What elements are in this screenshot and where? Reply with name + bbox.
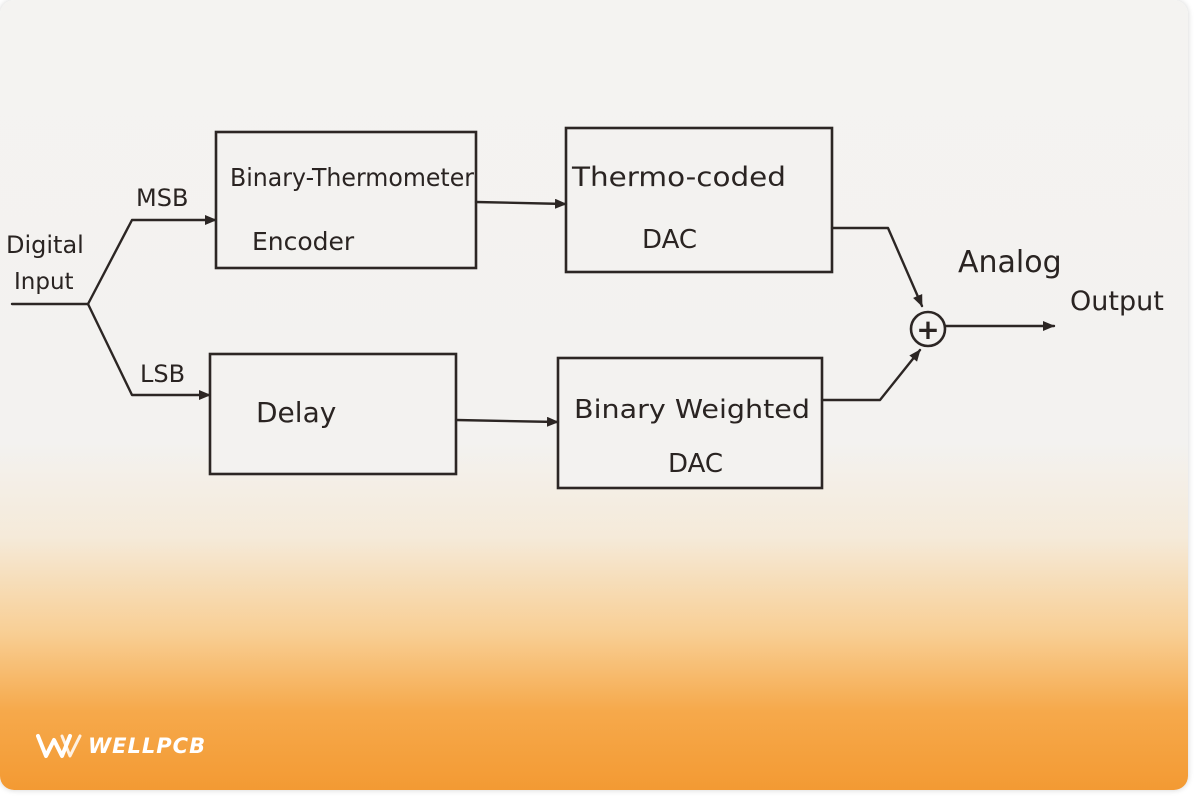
encoder-label-line1: Binary-Thermometer: [230, 163, 475, 192]
summer-circle: [909, 310, 947, 348]
encoder-to-dac-wire: [474, 198, 568, 209]
thermo-dac-label-line1: Thermo-coded: [571, 162, 786, 193]
block-diagram: + Digital Input MSB LSB Binary-Thermomet…: [6, 126, 1164, 490]
output-label-line1: Analog: [958, 245, 1062, 280]
input-label-line1: Digital: [6, 231, 84, 259]
thermo-dac-block: [564, 126, 834, 274]
lsb-label: LSB: [140, 360, 185, 388]
lsb-wire: [86, 302, 212, 400]
thermo-dac-label-line2: DAC: [642, 225, 697, 255]
output-label-line2: Output: [1070, 286, 1164, 317]
delay-label: Delay: [256, 396, 336, 429]
diagram-card: + Digital Input MSB LSB Binary-Thermomet…: [0, 0, 1188, 790]
delay-to-dac-wire: [454, 416, 560, 427]
encoder-block: [214, 130, 478, 270]
encoder-label-line2: Encoder: [252, 227, 355, 256]
binary-dac-output-wire: [820, 348, 922, 402]
binary-dac-label-line1: Binary Weighted: [574, 395, 810, 425]
brand-name: WELLPCB: [88, 734, 207, 758]
wellpcb-logo-icon: [36, 734, 82, 758]
msb-wire: [86, 215, 218, 306]
thermo-dac-output-wire: [830, 226, 924, 308]
summer-symbol: +: [916, 313, 939, 346]
binary-dac-label-line2: DAC: [668, 449, 723, 479]
delay-block: [208, 352, 458, 476]
brand-logo: WELLPCB: [36, 728, 206, 764]
input-label-line2: Input: [14, 269, 74, 295]
msb-label: MSB: [136, 184, 188, 212]
